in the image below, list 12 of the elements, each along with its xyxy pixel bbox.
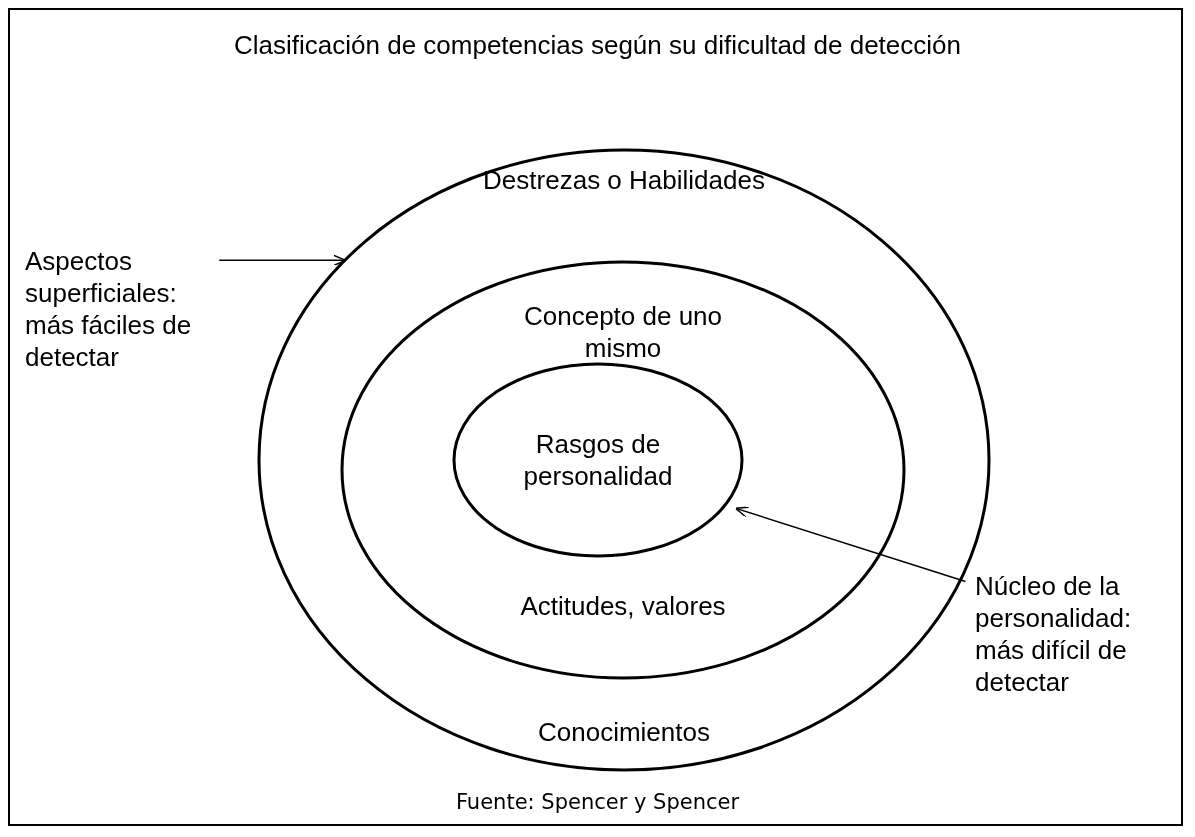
ring-label: Concepto de uno mismo [522, 300, 723, 364]
source-caption: Fuente: Spencer y Spencer [454, 790, 741, 814]
ring-label: Destrezas o Habilidades [482, 164, 766, 196]
middle-ellipse [340, 260, 906, 680]
ring-label: Actitudes, valores [519, 590, 727, 622]
annotation-text: Núcleo de la personalidad: más difícil de detectar [975, 570, 1165, 698]
ring-label: Conocimientos [537, 716, 711, 748]
inner-ellipse [452, 362, 744, 558]
title: Clasificación de competencias según su dificultad de detección [233, 30, 962, 61]
arrow [218, 254, 347, 267]
ring-label: Rasgos de personalidad [522, 428, 674, 492]
annotation-text: Aspectos superficiales: más fáciles de detectar [25, 245, 210, 373]
